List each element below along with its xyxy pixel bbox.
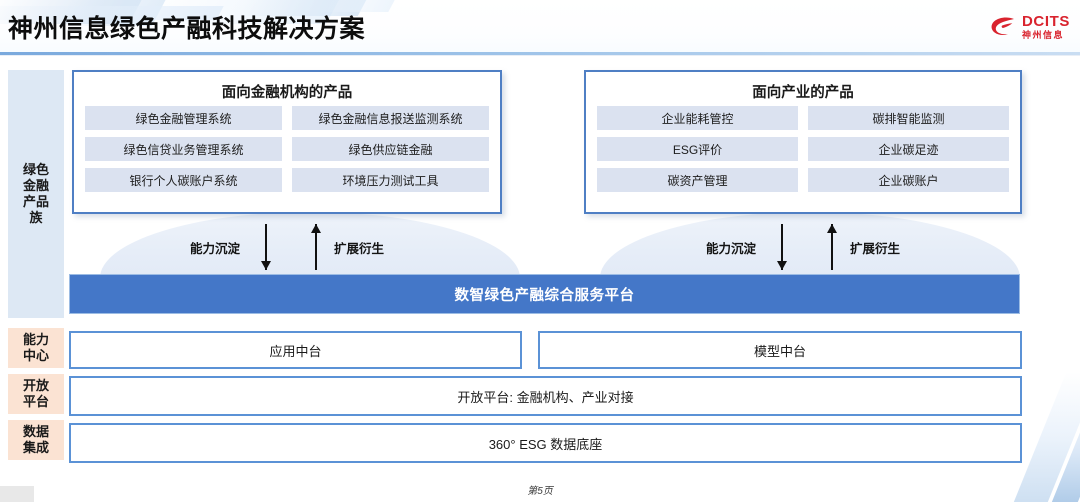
arrow-down-icon [260,224,272,270]
sidebar-label: 能力 中心 [22,331,49,363]
logo-text-cn: 神州信息 [1022,30,1065,40]
product-chip[interactable]: 企业能耗管控 [597,106,798,130]
product-group-title: 面向金融机构的产品 [221,85,353,101]
row-model-middle-platform[interactable]: 模型中台 [538,331,1022,369]
sidebar-item-data-integration[interactable]: 数据 集成 [8,420,64,460]
arrow-down-icon [776,224,788,270]
sidebar-item-open-platform[interactable]: 开放 平台 [8,374,64,414]
swoosh-icon [990,16,1016,38]
page-title: 神州信息绿色产融科技解决方案 [8,15,366,43]
company-logo: DCITS 神州信息 [990,10,1070,44]
product-chip[interactable]: 绿色供应链金融 [292,137,489,161]
product-chip[interactable]: 企业碳账户 [808,168,1009,192]
product-chip[interactable]: 碳资产管理 [597,168,798,192]
product-chip-list: 绿色金融管理系统 绿色金融信息报送监测系统 绿色信贷业务管理系统 绿色供应链金融… [85,106,489,192]
flow-label-capability-precipitation: 能力沉淀 [706,241,757,256]
row-open-platform[interactable]: 开放平台: 金融机构、产业对接 [69,376,1022,416]
row-application-middle-platform[interactable]: 应用中台 [69,331,522,369]
sidebar-item-capability-center[interactable]: 能力 中心 [8,328,64,368]
slide-header: 神州信息绿色产融科技解决方案 DCITS 神州信息 [0,0,1080,56]
sidebar-item-green-finance-product-family[interactable]: 绿色 金融 产品 族 [8,70,64,318]
corner-ribbon-decoration [960,352,1080,502]
flow-label-expansion-derivation: 扩展衍生 [334,241,385,256]
product-chip[interactable]: 环境压力测试工具 [292,168,489,192]
product-group-title: 面向产业的产品 [752,85,854,101]
flow-group-right: 能力沉淀 扩展衍生 [706,224,900,270]
product-group-industry: 面向产业的产品 企业能耗管控 碳排智能监测 ESG评价 企业碳足迹 碳资产管理 … [584,70,1022,214]
header-rule [0,52,1080,55]
sidebar-label: 开放 平台 [22,377,49,409]
page-number: 第5页 [527,486,553,497]
product-chip[interactable]: 企业碳足迹 [808,137,1009,161]
product-group-financial: 面向金融机构的产品 绿色金融管理系统 绿色金融信息报送监测系统 绿色信贷业务管理… [72,70,502,214]
sidebar-label: 数据 集成 [22,423,49,455]
product-chip[interactable]: 碳排智能监测 [808,106,1009,130]
product-chip[interactable]: 绿色金融管理系统 [85,106,282,130]
product-chip[interactable]: ESG评价 [597,137,798,161]
product-chip[interactable]: 绿色金融信息报送监测系统 [292,106,489,130]
flow-label-expansion-derivation: 扩展衍生 [850,241,901,256]
header-rule-secondary [0,55,1080,56]
row-data-base[interactable]: 360° ESG 数据底座 [69,423,1022,463]
flow-label-capability-precipitation: 能力沉淀 [190,241,241,256]
arrow-up-icon [826,224,838,270]
product-chip[interactable]: 绿色信贷业务管理系统 [85,137,282,161]
sidebar-label: 绿色 金融 产品 族 [22,161,49,226]
platform-bar[interactable]: 数智绿色产融综合服务平台 [69,274,1020,314]
flow-group-left: 能力沉淀 扩展衍生 [190,224,384,270]
logo-text-en: DCITS [1022,13,1070,30]
corner-gray-tab [0,486,34,502]
arrow-up-icon [310,224,322,270]
product-chip-list: 企业能耗管控 碳排智能监测 ESG评价 企业碳足迹 碳资产管理 企业碳账户 [597,106,1009,192]
product-chip[interactable]: 银行个人碳账户系统 [85,168,282,192]
